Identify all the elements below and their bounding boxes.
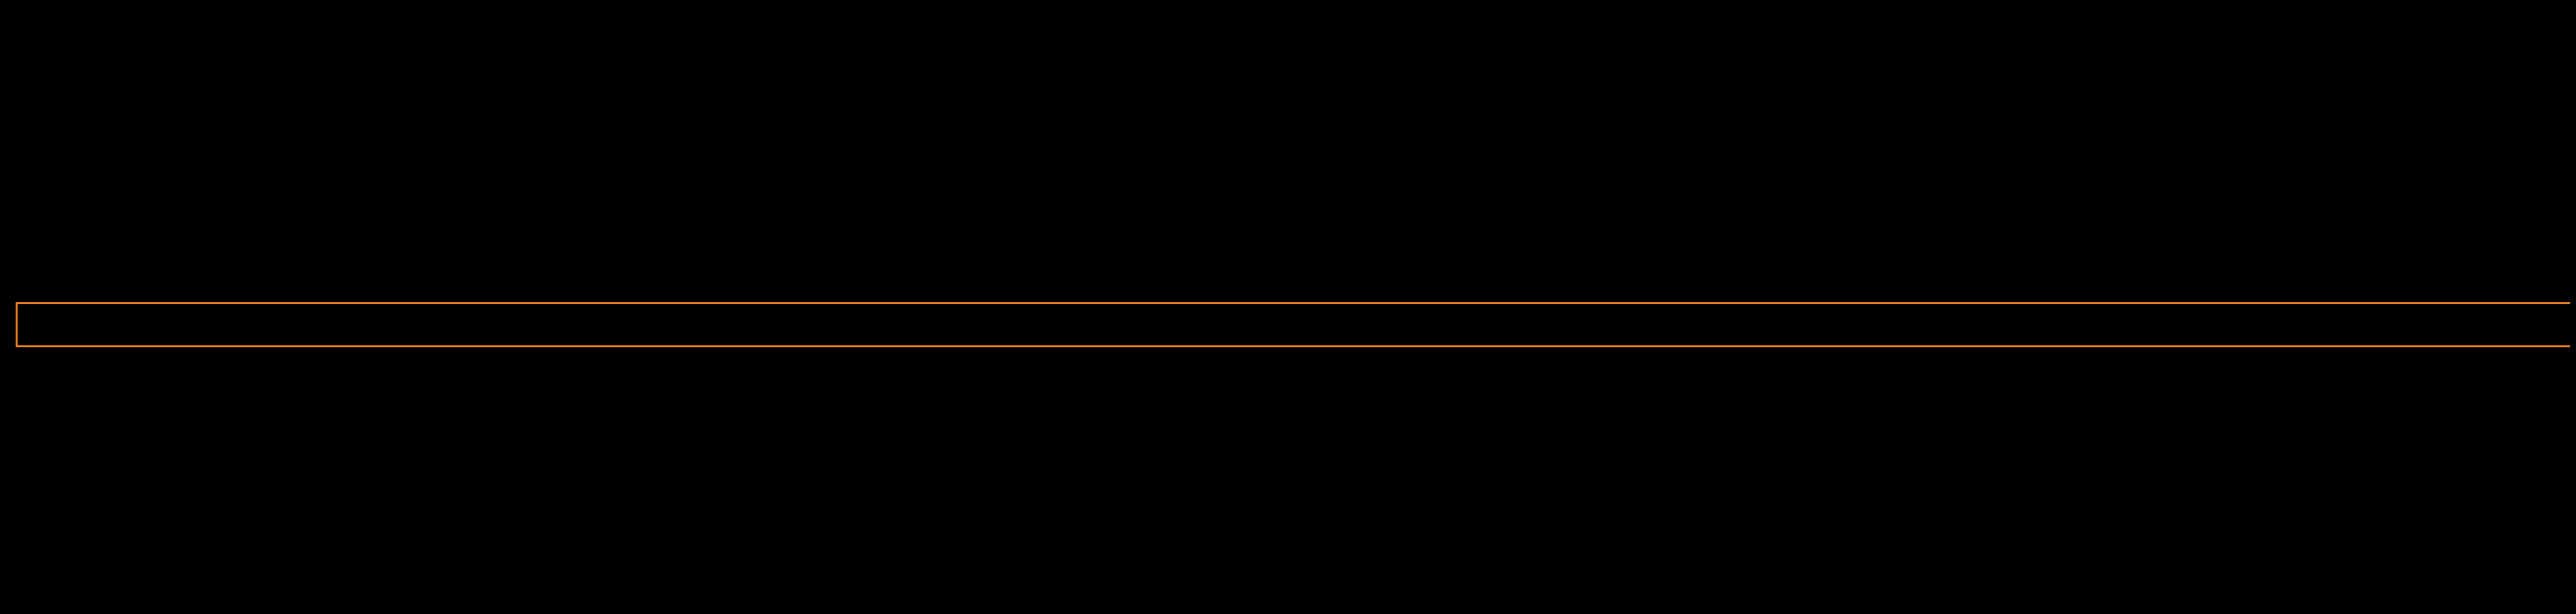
text-input[interactable] — [18, 304, 2570, 345]
text-input-frame[interactable] — [16, 302, 2570, 347]
